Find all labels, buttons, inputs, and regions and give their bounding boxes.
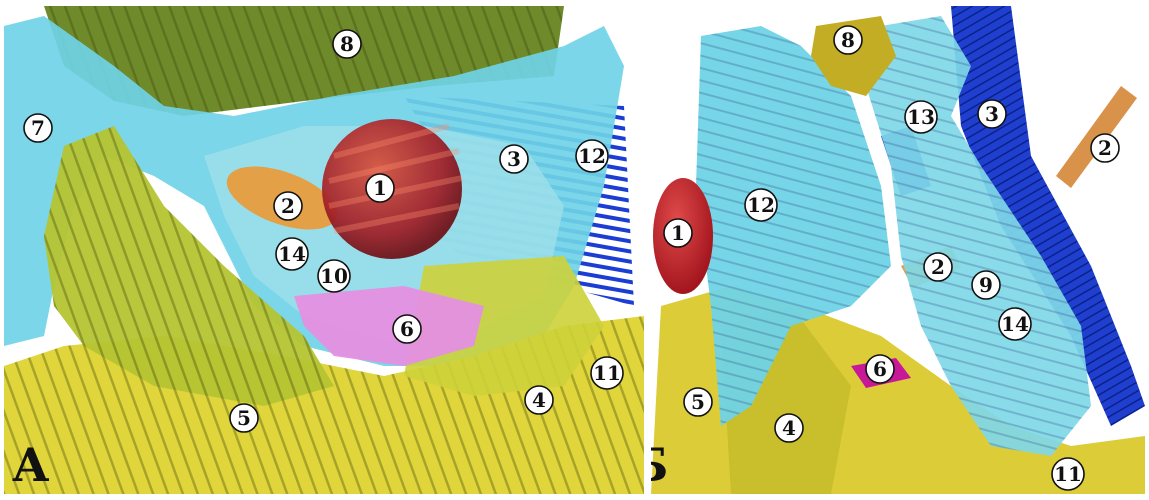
panel-a-render: 1 2 3 4 5 6 7 8 10 11 12 14 — [4, 6, 644, 494]
svg-text:8: 8 — [340, 32, 354, 56]
marker-b-4: 4 — [775, 414, 803, 442]
svg-text:9: 9 — [979, 273, 993, 297]
marker-b-5: 5 — [684, 388, 712, 416]
marker-a-4: 4 — [525, 386, 553, 414]
svg-text:12: 12 — [747, 193, 775, 217]
marker-a-7: 7 — [24, 114, 52, 142]
marker-b-9: 9 — [972, 271, 1000, 299]
svg-text:2: 2 — [1098, 136, 1112, 160]
svg-text:4: 4 — [782, 416, 796, 440]
marker-b-2b: 2 — [924, 253, 952, 281]
panel-a-label: А — [12, 442, 49, 488]
svg-text:14: 14 — [278, 242, 306, 266]
marker-b-14: 14 — [999, 308, 1031, 340]
svg-text:2: 2 — [931, 255, 945, 279]
marker-a-11: 11 — [591, 357, 623, 389]
svg-text:5: 5 — [691, 390, 705, 414]
marker-a-1: 1 — [366, 174, 394, 202]
svg-text:14: 14 — [1001, 312, 1029, 336]
panel-b-label: Б — [651, 442, 668, 488]
svg-text:3: 3 — [985, 102, 999, 126]
svg-text:10: 10 — [320, 264, 348, 288]
svg-text:7: 7 — [31, 116, 45, 140]
svg-text:4: 4 — [532, 388, 546, 412]
marker-a-12: 12 — [576, 140, 608, 172]
svg-text:5: 5 — [237, 406, 251, 430]
marker-b-3: 3 — [978, 100, 1006, 128]
panel-b: 1 2 2 3 4 5 6 8 9 11 12 13 14 Б — [651, 6, 1145, 494]
svg-text:8: 8 — [841, 28, 855, 52]
marker-b-13: 13 — [905, 101, 937, 133]
marker-a-6: 6 — [393, 315, 421, 343]
svg-text:2: 2 — [281, 194, 295, 218]
marker-b-6: 6 — [866, 355, 894, 383]
svg-text:1: 1 — [671, 221, 685, 245]
svg-text:11: 11 — [1054, 462, 1082, 486]
marker-b-8: 8 — [834, 26, 862, 54]
marker-b-12: 12 — [745, 189, 777, 221]
marker-b-11: 11 — [1052, 458, 1084, 490]
panel-b-render: 1 2 2 3 4 5 6 8 9 11 12 13 14 — [651, 6, 1145, 494]
marker-a-2: 2 — [274, 192, 302, 220]
svg-text:12: 12 — [578, 144, 606, 168]
marker-a-3: 3 — [500, 145, 528, 173]
svg-text:6: 6 — [873, 357, 887, 381]
svg-text:6: 6 — [400, 317, 414, 341]
svg-text:3: 3 — [507, 147, 521, 171]
marker-a-5: 5 — [230, 404, 258, 432]
marker-a-8: 8 — [333, 30, 361, 58]
svg-text:11: 11 — [593, 361, 621, 385]
panel-a: 1 2 3 4 5 6 7 8 10 11 12 14 А — [4, 6, 644, 494]
svg-text:1: 1 — [373, 176, 387, 200]
svg-text:13: 13 — [907, 105, 935, 129]
marker-b-2a: 2 — [1091, 134, 1119, 162]
marker-a-10: 10 — [318, 260, 350, 292]
marker-a-14: 14 — [276, 238, 308, 270]
marker-b-1: 1 — [664, 219, 692, 247]
